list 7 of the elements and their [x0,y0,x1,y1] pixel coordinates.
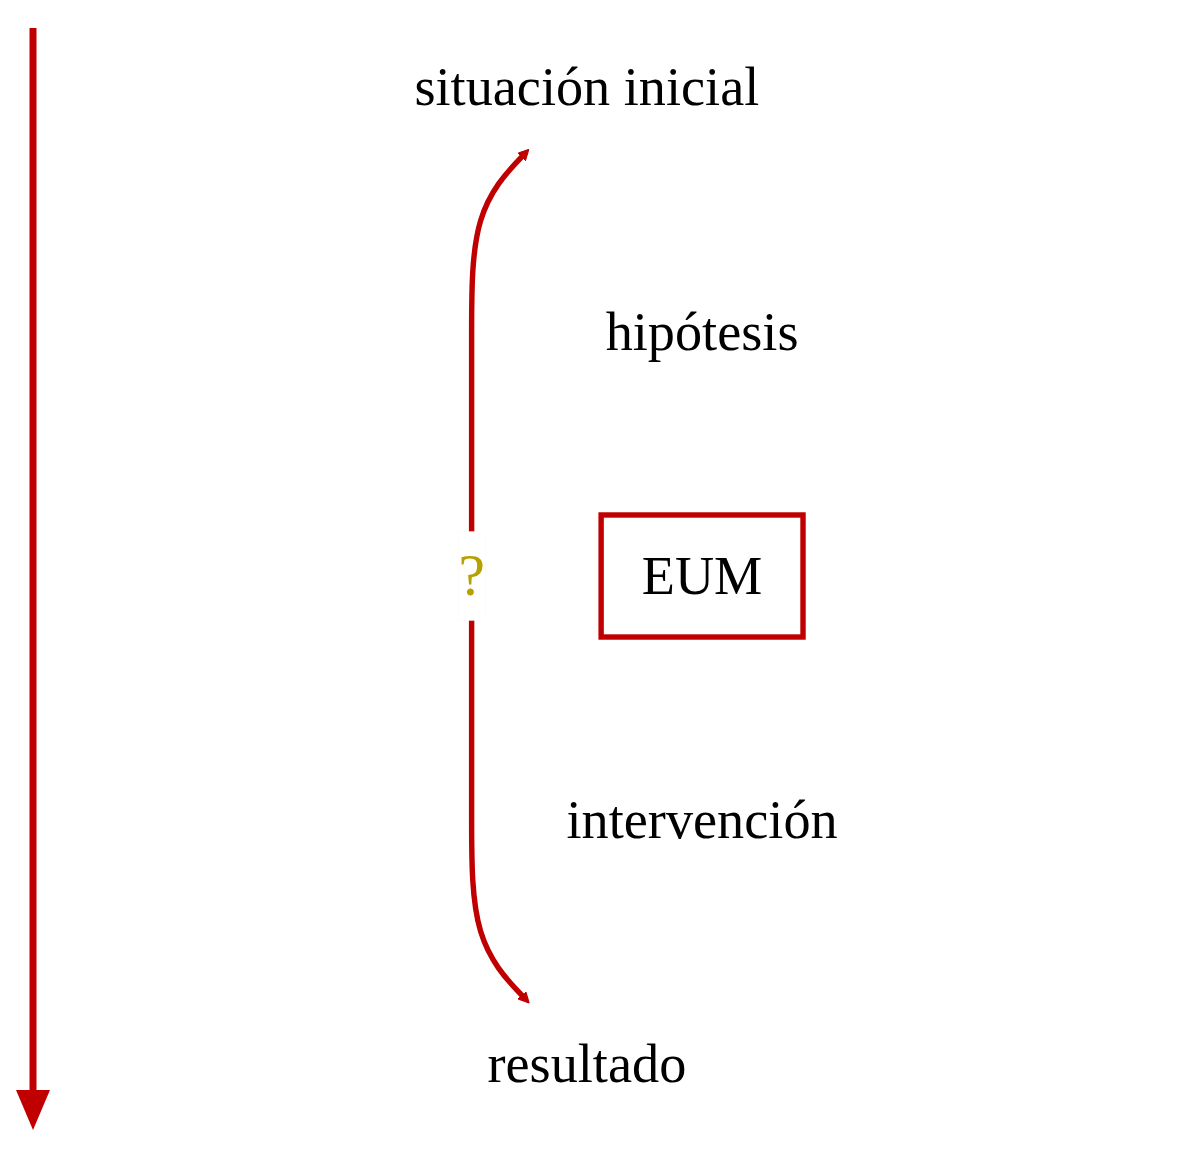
node-text: hipótesis [605,300,799,362]
node-text: resultado [487,1032,687,1094]
node-box: EUM [598,512,806,640]
node-text: intervención [566,788,838,850]
node-text: situación inicial [414,56,760,118]
arrow [468,148,530,1004]
edge-label: ? [458,542,485,609]
